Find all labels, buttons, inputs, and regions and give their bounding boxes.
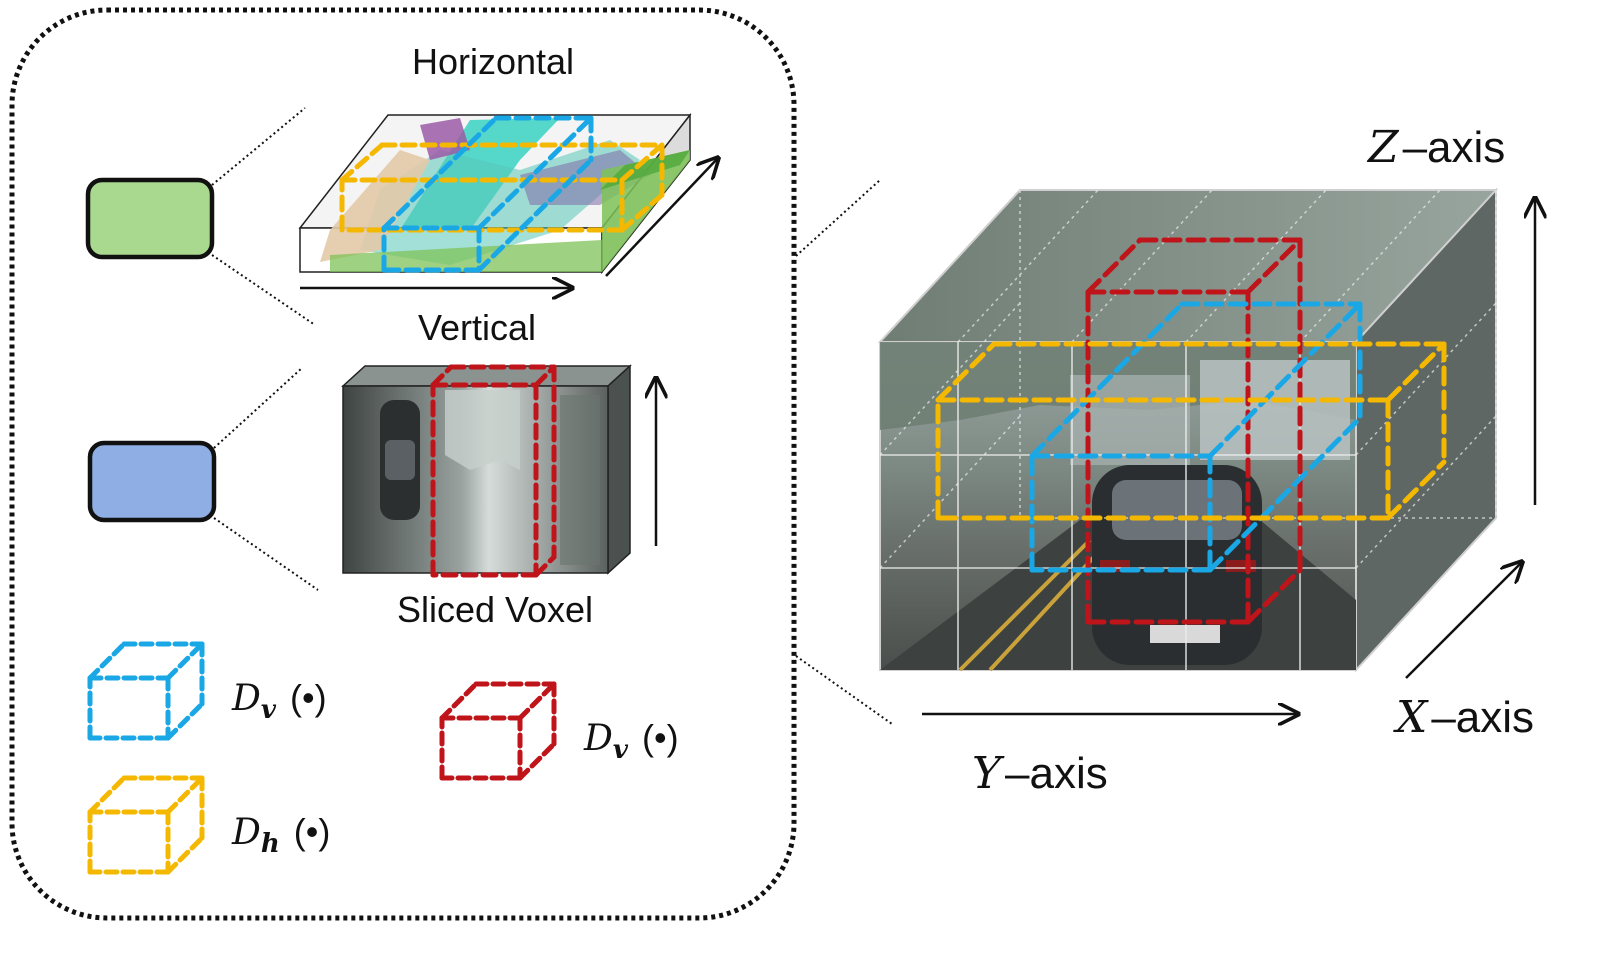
legend: Dv(•) Dh(•) Dv(•)	[87, 641, 679, 875]
connector-line	[211, 254, 316, 326]
legend-item	[439, 681, 557, 781]
legend-label: Dh(•)	[231, 811, 330, 859]
scene-red-dashed-box	[1085, 237, 1303, 625]
blue-feature-box	[87, 440, 217, 523]
left-panel-frame	[9, 7, 797, 921]
slice-red-dashed-box	[430, 364, 557, 578]
voxel-scene-cube	[877, 187, 1499, 673]
connector-line	[213, 517, 319, 591]
vertical-label: Vertical	[418, 307, 536, 348]
connector-line	[213, 367, 303, 449]
green-feature-box	[85, 177, 215, 260]
sliced-voxel-label: Sliced Voxel	[397, 589, 593, 630]
legend-label: Dv(•)	[583, 717, 679, 765]
depth-arrow	[605, 158, 718, 277]
sliced-voxel-box	[341, 364, 632, 575]
connector-line	[795, 655, 893, 725]
legend-item	[87, 641, 205, 741]
connector-line	[211, 107, 306, 186]
scene-blue-dashed-box	[1029, 301, 1363, 573]
slab-blue-dashed-box	[381, 115, 594, 273]
connector-line	[795, 179, 881, 257]
horizontal-label: Horizontal	[412, 41, 574, 82]
y-axis-label: Y–axis	[972, 748, 1108, 799]
scene-yellow-dashed-box	[935, 341, 1447, 521]
x-axis-arrow	[1405, 562, 1522, 679]
legend-item	[87, 775, 205, 875]
z-axis-label: Z–axis	[1366, 122, 1505, 173]
legend-label: Dv(•)	[231, 677, 327, 725]
x-axis-label: X–axis	[1393, 692, 1534, 743]
